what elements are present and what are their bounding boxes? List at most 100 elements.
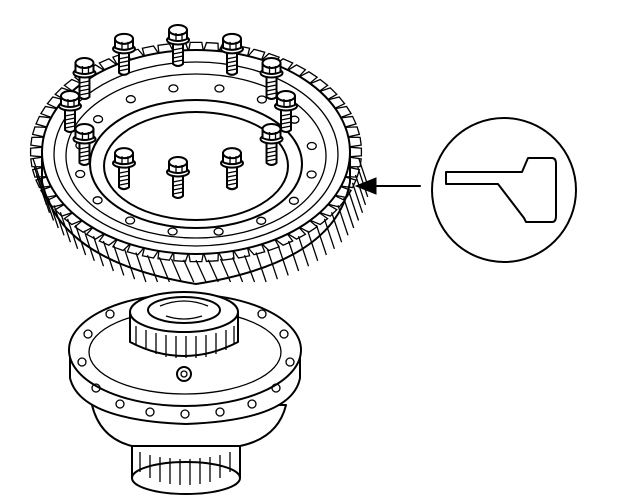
gear-tooth <box>35 115 51 128</box>
helical-tooth-line <box>146 254 159 283</box>
gear-tooth <box>98 233 117 246</box>
helical-tooth-line <box>32 158 44 190</box>
helical-tooth-line <box>83 230 95 262</box>
gear-tooth <box>349 146 363 158</box>
helical-tooth-line <box>113 245 125 276</box>
gear-tooth <box>348 156 362 168</box>
helical-tooth-line <box>351 182 364 214</box>
lower-bearing-rollers <box>139 452 231 485</box>
helical-tooth-line <box>123 248 136 280</box>
helical-tooth-line <box>354 174 367 206</box>
gear-tooth <box>335 105 353 119</box>
helical-tooth-line <box>66 218 79 250</box>
gear-tooth <box>345 126 361 138</box>
helical-tooth-line <box>158 257 171 283</box>
helical-tooth-line <box>135 252 147 283</box>
helical-tooth-line <box>92 235 105 267</box>
gear-tooth <box>247 48 266 60</box>
gear-tooth <box>299 220 319 233</box>
helical-tooth-line <box>287 240 300 272</box>
gear-bolt-hole <box>124 216 136 225</box>
gear-tooth <box>30 156 44 168</box>
differential-case <box>68 291 302 495</box>
helical-tooth-line <box>59 211 72 243</box>
gear-tooth <box>39 105 57 119</box>
bolt <box>112 147 136 191</box>
gear-tooth <box>345 166 361 178</box>
gear-tooth <box>31 166 47 178</box>
gear-bolt-hole <box>167 227 178 236</box>
gear-tooth <box>173 252 189 263</box>
gear-tooth <box>218 250 235 261</box>
gear-tooth <box>328 96 346 109</box>
gear-tooth <box>348 136 362 148</box>
ring-gear-bolts <box>58 24 298 199</box>
helical-tooth-line <box>337 205 349 236</box>
helical-tooth-line <box>183 259 195 283</box>
gear-tooth <box>54 87 73 100</box>
gear-bolt-hole <box>168 84 179 93</box>
helical-tooth-line <box>219 258 232 283</box>
helical-tooth-line <box>297 235 310 267</box>
gear-tooth <box>46 195 64 208</box>
gear-tooth <box>287 227 307 240</box>
gear-tooth <box>203 252 219 263</box>
gear-tooth <box>157 250 174 261</box>
gear-tooth <box>46 96 64 109</box>
gear-tooth <box>328 195 346 208</box>
gear-bolt-hole <box>125 95 136 104</box>
bolt <box>112 32 136 76</box>
callout-arrow-head <box>354 177 377 195</box>
bolt <box>58 90 82 133</box>
bolt <box>259 123 284 166</box>
bolt <box>72 123 97 166</box>
gear-tooth <box>287 64 307 77</box>
gear-tooth <box>73 220 93 233</box>
ring-gear <box>29 41 370 285</box>
gear-tooth <box>335 185 353 199</box>
gear-tooth <box>275 233 294 246</box>
gear-tooth <box>29 146 43 158</box>
gear-tooth <box>141 247 159 259</box>
helical-tooth-line <box>277 245 289 276</box>
gear-bolt-hole <box>256 95 268 104</box>
bolt <box>166 156 190 199</box>
gear-tooth <box>188 41 204 51</box>
gear-bolt-hole <box>214 84 225 93</box>
gear-tooth <box>319 87 338 100</box>
gear-tooth <box>63 212 82 226</box>
helical-tooth-line <box>307 230 319 262</box>
gear-tooth <box>310 212 329 226</box>
gear-tooth <box>39 185 57 199</box>
bolt <box>274 90 298 133</box>
gear-tooth <box>247 244 266 256</box>
gear-tooth <box>98 58 117 71</box>
gear-tooth <box>341 115 357 128</box>
bolt <box>259 57 284 100</box>
gear-bolt-hole <box>256 216 267 225</box>
gear-tooth <box>54 204 73 217</box>
helical-tooth-line <box>343 197 355 229</box>
helical-tooth-line <box>330 211 343 243</box>
bolt <box>220 32 244 76</box>
gear-tooth <box>35 176 51 189</box>
gear-bolt-hole <box>75 169 86 179</box>
gear-bolt-hole <box>306 170 317 179</box>
gear-tooth <box>341 176 357 189</box>
gear-tooth <box>319 204 338 217</box>
gear-tooth <box>299 71 319 84</box>
gear-tooth <box>31 126 47 138</box>
helical-tooth-line <box>266 248 279 280</box>
helical-tooth-line <box>347 190 360 221</box>
gear-tooth <box>233 247 251 259</box>
helical-tooth-line <box>207 259 219 283</box>
gear-tooth <box>188 253 204 263</box>
helical-tooth-line <box>74 224 87 256</box>
gear-tooth <box>85 227 105 240</box>
helical-tooth-line <box>42 190 55 221</box>
gear-bolt-hole <box>92 115 104 124</box>
tooth-profile-icon <box>445 157 557 223</box>
helical-tooth-line <box>243 254 256 283</box>
